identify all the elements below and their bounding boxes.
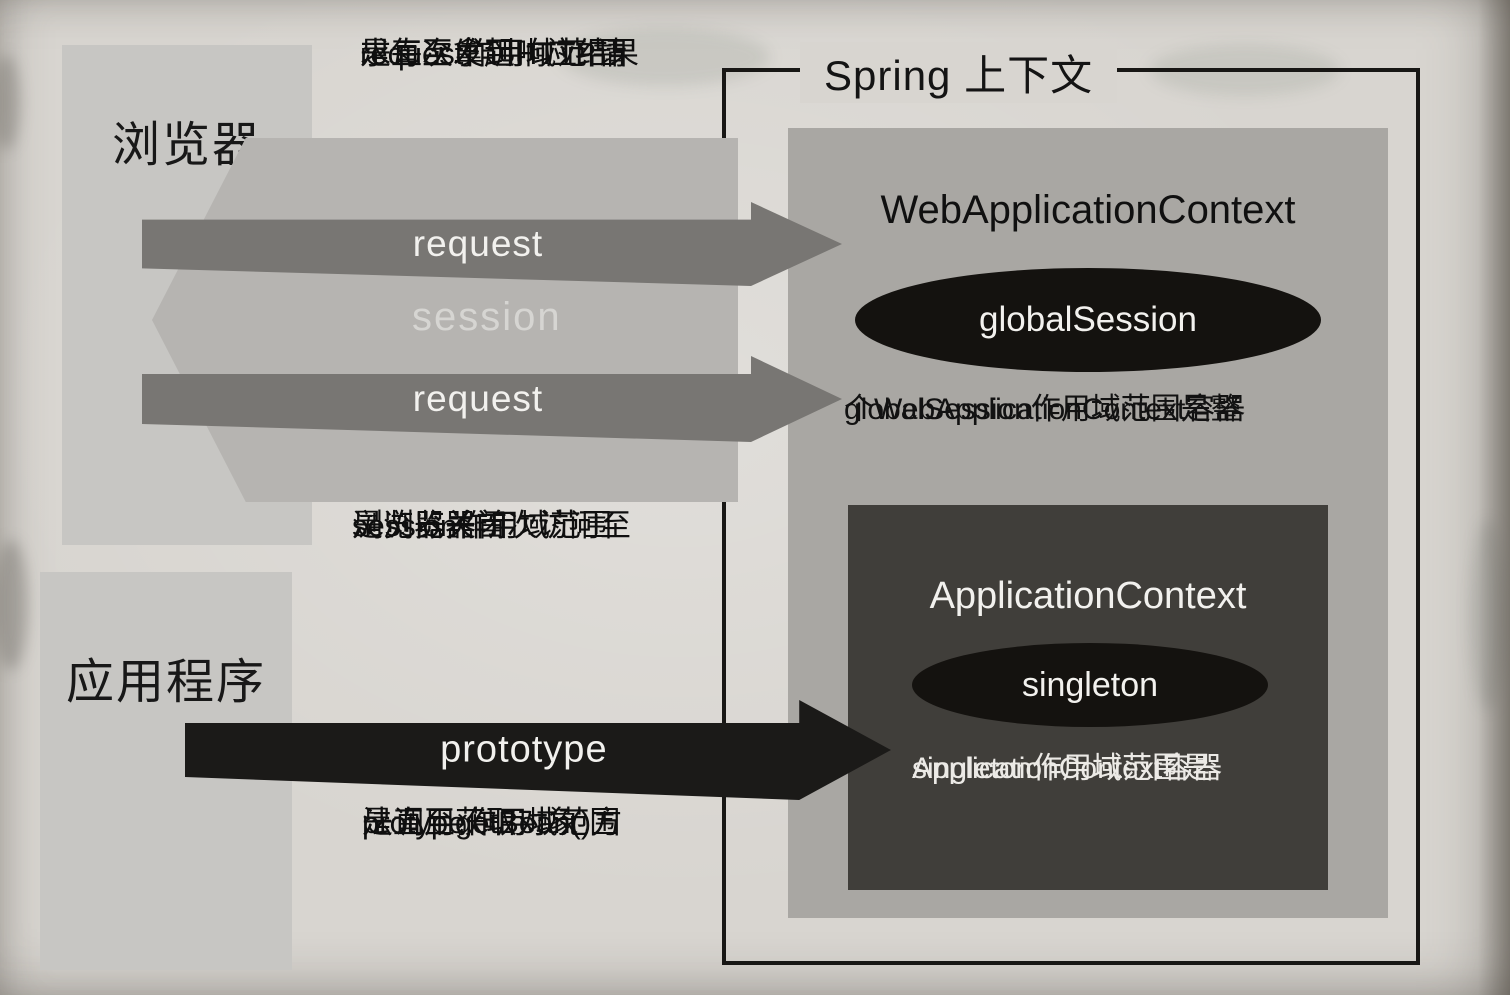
- note-line: globalSession作用域范围是整: [844, 393, 1241, 426]
- note-line: 个WebApplicationContext容器: [844, 393, 1246, 426]
- page-edge-smudge: [0, 540, 28, 670]
- annotation-line: 是每次发起HTTP请: [360, 36, 627, 71]
- web-application-context-box: WebApplicationContext globalSession glob…: [788, 128, 1388, 918]
- page-edge-smudge: [0, 55, 20, 150]
- web-application-context-title: WebApplicationContext: [880, 188, 1296, 232]
- browser-webcontext-double-arrow: [152, 138, 738, 502]
- annotation-line: request作用域范围: [360, 36, 619, 71]
- global-session-ellipse: globalSession: [855, 268, 1321, 372]
- note-line: singleton作用域范围是: [912, 752, 1213, 785]
- session-label: session: [412, 295, 562, 339]
- request-arrow-bottom-label: request: [412, 378, 544, 419]
- annotation-line: 是浏览器首次访问至: [352, 508, 631, 543]
- annotation-line: 浏览器关闭: [352, 508, 507, 543]
- spring-context-title: Spring 上下文: [800, 42, 1118, 103]
- application-label: 应用程序: [65, 656, 266, 709]
- application-context-box: ApplicationContext singleton singleton作用…: [848, 505, 1328, 890]
- global-session-label: globalSession: [979, 300, 1197, 339]
- annotation-line: 求直至拿到响应结果: [360, 36, 639, 71]
- note-line: ApplicationContext容器: [912, 752, 1223, 785]
- singleton-ellipse: singleton: [912, 643, 1268, 727]
- request-arrow-top-label: request: [412, 223, 544, 264]
- annotation-line: 是调用getBean()方: [362, 805, 623, 840]
- prototype-arrow-label: prototype: [440, 728, 608, 771]
- application-context-title: ApplicationContext: [929, 575, 1247, 617]
- annotation-line: 法直至获取对象: [362, 805, 579, 840]
- photo-edge-shadow: [1478, 0, 1510, 995]
- annotation-line: session作用域范围: [352, 508, 613, 543]
- singleton-label: singleton: [1021, 665, 1159, 704]
- annotation-line: protype作用域范围: [362, 805, 621, 840]
- spring-context-box: Spring 上下文 WebApplicationContext globalS…: [722, 42, 1420, 965]
- bleedthrough-smudge: [1470, 520, 1506, 710]
